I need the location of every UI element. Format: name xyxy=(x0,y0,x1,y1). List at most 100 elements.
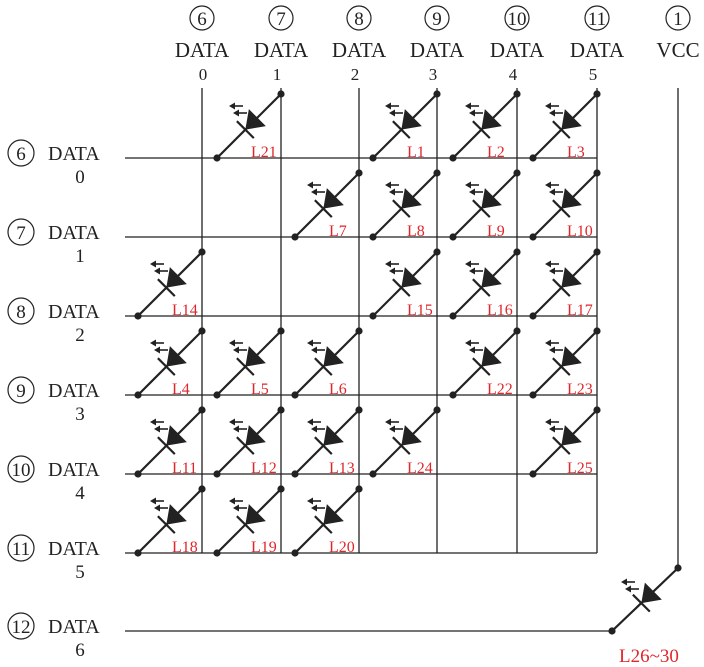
column-pin-circle-3 xyxy=(424,5,450,31)
junction-dot xyxy=(277,485,285,493)
junction-dot xyxy=(513,169,521,177)
junction-dot xyxy=(674,564,682,572)
led-label: L21 xyxy=(251,144,277,161)
row-pin-number: 6 xyxy=(16,144,26,165)
row-index: 1 xyxy=(75,246,85,267)
led-l20: L20 xyxy=(291,485,363,557)
diode-triangle xyxy=(166,346,187,367)
emission-arrow-head xyxy=(154,425,160,433)
diode-triangle xyxy=(561,188,582,209)
emission-arrow-head xyxy=(233,109,239,117)
led-l10: L10 xyxy=(529,169,601,241)
emission-arrow-head xyxy=(465,102,471,110)
emission-arrow-head xyxy=(154,504,160,512)
led-l15: L15 xyxy=(369,248,441,320)
diode-triangle xyxy=(641,582,662,604)
emission-arrow-head xyxy=(549,346,555,354)
row-pin-number: 12 xyxy=(12,617,31,638)
junction-dot xyxy=(513,248,521,256)
junction-dot xyxy=(449,391,457,399)
emission-arrow-head xyxy=(385,260,391,268)
column-pin-circle-1 xyxy=(268,5,294,31)
led-l3: L3 xyxy=(529,90,601,162)
junction-dot xyxy=(134,312,142,320)
diode-triangle xyxy=(245,109,266,130)
junction-dot xyxy=(291,549,299,557)
emission-arrow-head xyxy=(545,260,551,268)
emission-arrow-head xyxy=(625,585,631,593)
row-index: 6 xyxy=(75,640,85,661)
diode-cathode-bar xyxy=(314,199,333,218)
diode-cathode-bar xyxy=(392,436,411,455)
led-l26-30: L26~30 xyxy=(608,564,682,667)
led-label: L24 xyxy=(407,460,433,477)
row-name: DATA xyxy=(48,538,100,560)
emission-arrow-head xyxy=(621,578,627,586)
emission-arrow-head xyxy=(465,339,471,347)
emission-arrow-head xyxy=(469,346,475,354)
column-pin-number: 6 xyxy=(197,9,207,30)
led-l19: L19 xyxy=(213,485,285,557)
led-l22: L22 xyxy=(449,327,521,399)
junction-dot xyxy=(433,406,441,414)
column-name: DATA xyxy=(410,38,465,62)
diode-cathode-bar xyxy=(157,515,176,534)
emission-arrow-head xyxy=(545,418,551,426)
junction-dot xyxy=(593,169,601,177)
junction-dot xyxy=(213,470,221,478)
emission-arrow-head xyxy=(385,181,391,189)
column-pin-number: 11 xyxy=(588,9,606,30)
led-l8: L8 xyxy=(369,169,441,241)
diode-triangle xyxy=(245,346,266,367)
led-label: L18 xyxy=(172,539,198,556)
column-index: 1 xyxy=(273,65,282,84)
row-pin-circle-6 xyxy=(7,612,35,640)
junction-dot xyxy=(213,154,221,162)
row-pin-circle-3 xyxy=(7,376,35,404)
diode-cathode-bar xyxy=(236,515,255,534)
junction-dot xyxy=(277,406,285,414)
diode-cathode-bar xyxy=(392,278,411,297)
row-name: DATA xyxy=(48,222,100,244)
led-label: L2 xyxy=(487,144,505,161)
emission-arrow-head xyxy=(549,109,555,117)
led-l25: L25 xyxy=(529,406,601,478)
led-l9: L9 xyxy=(449,169,521,241)
diode-triangle xyxy=(481,346,502,367)
emission-arrow-head xyxy=(307,418,313,426)
vcc-pin-number: 1 xyxy=(673,9,683,30)
junction-dot xyxy=(355,327,363,335)
led-l12: L12 xyxy=(213,406,285,478)
column-pin-number: 8 xyxy=(354,9,364,30)
row-index: 4 xyxy=(75,483,85,504)
led-l21: L21 xyxy=(213,90,285,162)
led-l18: L18 xyxy=(134,485,206,557)
diode-triangle xyxy=(323,188,344,209)
column-pin-number: 7 xyxy=(276,9,286,30)
emission-arrow-head xyxy=(154,346,160,354)
emission-arrow-head xyxy=(233,346,239,354)
junction-dot xyxy=(449,154,457,162)
led-label: L25 xyxy=(567,460,593,477)
column-index: 0 xyxy=(199,65,208,84)
column-index: 3 xyxy=(429,65,438,84)
junction-dot xyxy=(433,90,441,98)
junction-dot xyxy=(134,549,142,557)
emission-arrow-head xyxy=(229,418,235,426)
diode-triangle xyxy=(561,267,582,288)
diode-cathode-bar xyxy=(314,436,333,455)
column-index: 5 xyxy=(589,65,598,84)
junction-dot xyxy=(277,327,285,335)
led-l7: L7 xyxy=(291,169,363,241)
emission-arrow-head xyxy=(311,346,317,354)
emission-arrow-head xyxy=(307,497,313,505)
row-name: DATA xyxy=(48,380,100,402)
diode-triangle xyxy=(481,267,502,288)
emission-arrow-head xyxy=(389,109,395,117)
emission-arrow-head xyxy=(150,339,156,347)
diode-cathode-bar xyxy=(157,278,176,297)
diode-cathode-bar xyxy=(552,278,571,297)
junction-dot xyxy=(433,169,441,177)
junction-dot xyxy=(608,627,616,635)
junction-dot xyxy=(134,391,142,399)
